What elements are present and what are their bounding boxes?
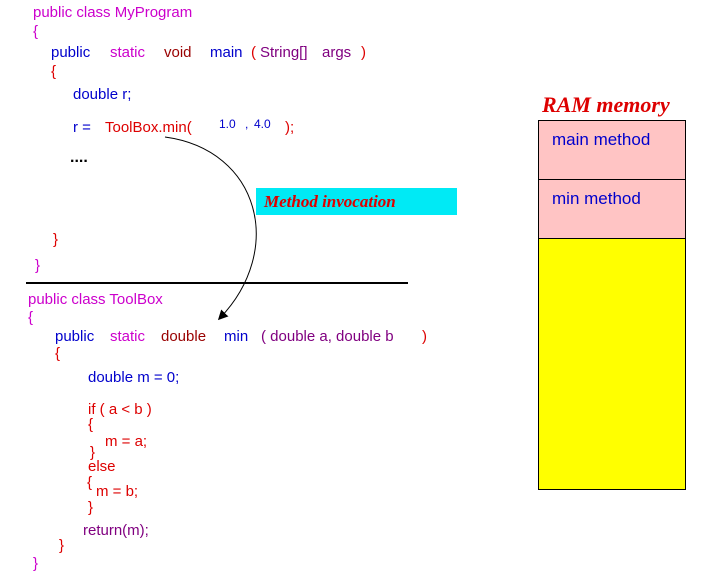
else-open-brace: { [87, 474, 93, 491]
class-divider-line [26, 282, 408, 284]
if-close-brace: } [90, 444, 96, 461]
main-double-declaration: double r; [73, 86, 132, 103]
min-paren-close: ) [422, 328, 427, 345]
main-assign-prefix: r = [73, 119, 91, 136]
main-paren-open: ( [251, 44, 256, 61]
min-modifier-static: static [110, 328, 146, 345]
if-condition: if ( a < b ) [88, 401, 152, 418]
main-modifier-static: static [110, 44, 146, 61]
if-open-brace: { [88, 416, 94, 433]
main-param-type: String[] [260, 44, 308, 61]
call-argument-2: 4.0 [254, 117, 271, 131]
stack-frame-min: min method [539, 180, 685, 239]
method-invocation-label-box: Method invocation [256, 188, 457, 215]
code-ellipsis: .... [70, 149, 88, 166]
else-keyword: else [88, 458, 116, 475]
ram-memory-title: RAM memory [542, 92, 670, 117]
toolbox-min-call: ToolBox.min( [105, 119, 192, 136]
min-modifier-public: public [55, 328, 95, 345]
min-method-name: min [224, 328, 249, 345]
return-statement: return(m); [83, 522, 149, 539]
myprogram-class-open-brace: { [33, 23, 39, 40]
then-statement: m = a; [105, 433, 148, 450]
main-return-type: void [164, 44, 192, 61]
stack-frame-min-label: min method [552, 189, 641, 208]
invocation-arrow-curve [164, 136, 257, 321]
toolbox-class-open-brace: { [28, 309, 34, 326]
min-param-list: ( double a, double b [261, 328, 394, 345]
ram-memory-stack: main method min method [538, 120, 686, 490]
min-return-type: double [161, 328, 207, 345]
else-close-brace: } [88, 499, 94, 516]
myprogram-class-close-brace: } [35, 257, 41, 274]
main-method-open-brace: { [51, 63, 57, 80]
else-statement: m = b; [96, 483, 139, 500]
method-invocation-label: Method invocation [264, 192, 396, 211]
min-method-open-brace: { [55, 345, 61, 362]
main-param-name: args [322, 44, 352, 61]
min-method-close-brace: } [59, 537, 65, 554]
main-method-close-brace: } [53, 231, 59, 248]
main-modifier-public: public [51, 44, 91, 61]
myprogram-class-declaration: public class MyProgram [33, 4, 193, 21]
toolbox-class-declaration: public class ToolBox [28, 291, 163, 308]
main-paren-close: ) [361, 44, 366, 61]
main-method-name: main [210, 44, 243, 61]
stack-frame-main: main method [539, 121, 685, 180]
call-argument-1: 1.0 [219, 117, 236, 131]
stack-frame-main-label: main method [552, 130, 651, 149]
toolbox-class-close-brace: } [33, 555, 39, 572]
call-close-paren: ); [285, 119, 295, 136]
call-argument-comma: , [245, 117, 249, 131]
min-double-declaration: double m = 0; [88, 369, 180, 386]
